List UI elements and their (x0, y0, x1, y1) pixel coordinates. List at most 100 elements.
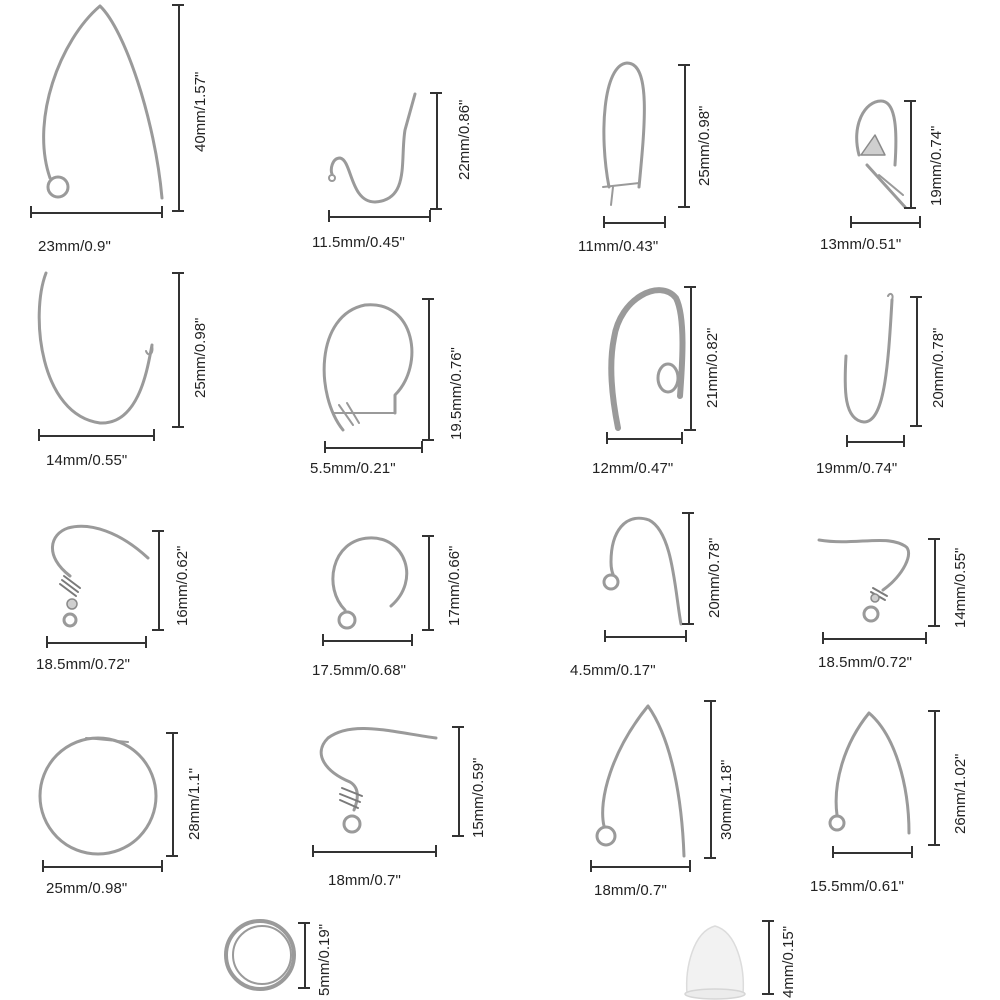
height-dim-line (684, 64, 686, 207)
height-dim-line (178, 4, 180, 211)
dim-cap (166, 855, 178, 857)
dim-cap (903, 435, 905, 447)
width-dim-line (604, 636, 686, 638)
tall-marquise-hook-image (595, 704, 686, 858)
width-label: 4.5mm/0.17" (570, 662, 656, 679)
dim-cap (684, 429, 696, 431)
dim-cap (452, 835, 464, 837)
width-dim-line (850, 222, 920, 224)
height-dim-line (768, 920, 770, 994)
dim-cap (429, 210, 431, 222)
dim-cap (298, 987, 310, 989)
dim-cap (421, 441, 423, 453)
dim-cap (435, 845, 437, 857)
dim-cap (928, 538, 940, 540)
dim-cap (430, 208, 442, 210)
height-dim-line (710, 700, 712, 858)
dim-cap (822, 632, 824, 644)
jump-ring-image (224, 919, 296, 991)
height-label: 4mm/0.15" (780, 925, 797, 998)
dim-cap (30, 206, 32, 218)
height-dim-line (436, 92, 438, 209)
j-hook-image (843, 292, 894, 424)
height-label: 25mm/0.98" (696, 105, 713, 186)
dim-cap (298, 922, 310, 924)
width-label: 5.5mm/0.21" (310, 460, 396, 477)
width-label: 18.5mm/0.72" (36, 656, 131, 673)
rubber-back-image (684, 925, 746, 1000)
dim-cap (422, 629, 434, 631)
dim-cap (172, 426, 184, 428)
width-dim-line (38, 435, 154, 437)
width-label: 11.5mm/0.45" (312, 234, 405, 251)
dim-cap (850, 216, 852, 228)
dim-cap (928, 710, 940, 712)
width-dim-line (603, 222, 665, 224)
width-dim-line (30, 212, 162, 214)
kidney-wire-image (602, 61, 646, 206)
width-dim-line (846, 441, 904, 443)
dim-cap (422, 535, 434, 537)
dim-cap (324, 441, 326, 453)
dim-cap (911, 846, 913, 858)
width-label: 11mm/0.43" (578, 238, 659, 255)
width-dim-line (328, 216, 430, 218)
marquise-hook-image (828, 711, 911, 835)
dim-cap (38, 429, 40, 441)
dim-cap (46, 636, 48, 648)
height-dim-line (158, 530, 160, 630)
dim-cap (682, 512, 694, 514)
height-dim-line (690, 286, 692, 430)
width-dim-line (42, 866, 162, 868)
width-dim-line (832, 852, 912, 854)
dim-cap (604, 630, 606, 642)
width-dim-line (822, 638, 926, 640)
dim-cap (172, 210, 184, 212)
dim-cap (590, 860, 592, 872)
height-label: 26mm/1.02" (952, 753, 969, 834)
width-label: 25mm/0.98" (46, 880, 128, 897)
width-label: 17.5mm/0.68" (312, 662, 407, 679)
dim-cap (928, 844, 940, 846)
french-hook-loop-image (602, 516, 683, 626)
dim-cap (689, 860, 691, 872)
height-dim-line (934, 710, 936, 845)
dim-cap (678, 64, 690, 66)
height-dim-line (910, 100, 912, 208)
dim-cap (846, 435, 848, 447)
height-label: 17mm/0.66" (446, 545, 463, 626)
height-label: 5mm/0.19" (316, 923, 333, 996)
width-dim-line (606, 438, 682, 440)
dim-cap (145, 636, 147, 648)
height-dim-line (934, 538, 936, 626)
width-label: 13mm/0.51" (820, 236, 902, 253)
height-label: 16mm/0.62" (174, 545, 191, 626)
height-dim-line (916, 296, 918, 426)
width-dim-line (590, 866, 690, 868)
dim-cap (312, 845, 314, 857)
dim-cap (422, 298, 434, 300)
dim-cap (172, 272, 184, 274)
coil-ball-hook-image (51, 524, 150, 628)
dim-cap (452, 726, 464, 728)
height-label: 20mm/0.78" (706, 537, 723, 618)
dim-cap (704, 700, 716, 702)
dim-cap (411, 634, 413, 646)
leverback-image (855, 99, 907, 209)
height-label: 19.5mm/0.76" (448, 347, 465, 440)
dim-cap (681, 432, 683, 444)
flat-coil-hook-image (817, 538, 911, 623)
open-u-hook-image (37, 271, 154, 425)
dim-cap (685, 630, 687, 642)
height-dim-line (178, 272, 180, 427)
dim-cap (166, 732, 178, 734)
dim-cap (664, 216, 666, 228)
height-label: 22mm/0.86" (456, 99, 473, 180)
height-dim-line (428, 535, 430, 630)
height-label: 15mm/0.59" (470, 757, 487, 838)
dim-cap (910, 296, 922, 298)
fish-hook-small-image (328, 92, 417, 204)
height-label: 40mm/1.57" (192, 71, 209, 152)
dim-cap (422, 439, 434, 441)
dim-cap (704, 857, 716, 859)
